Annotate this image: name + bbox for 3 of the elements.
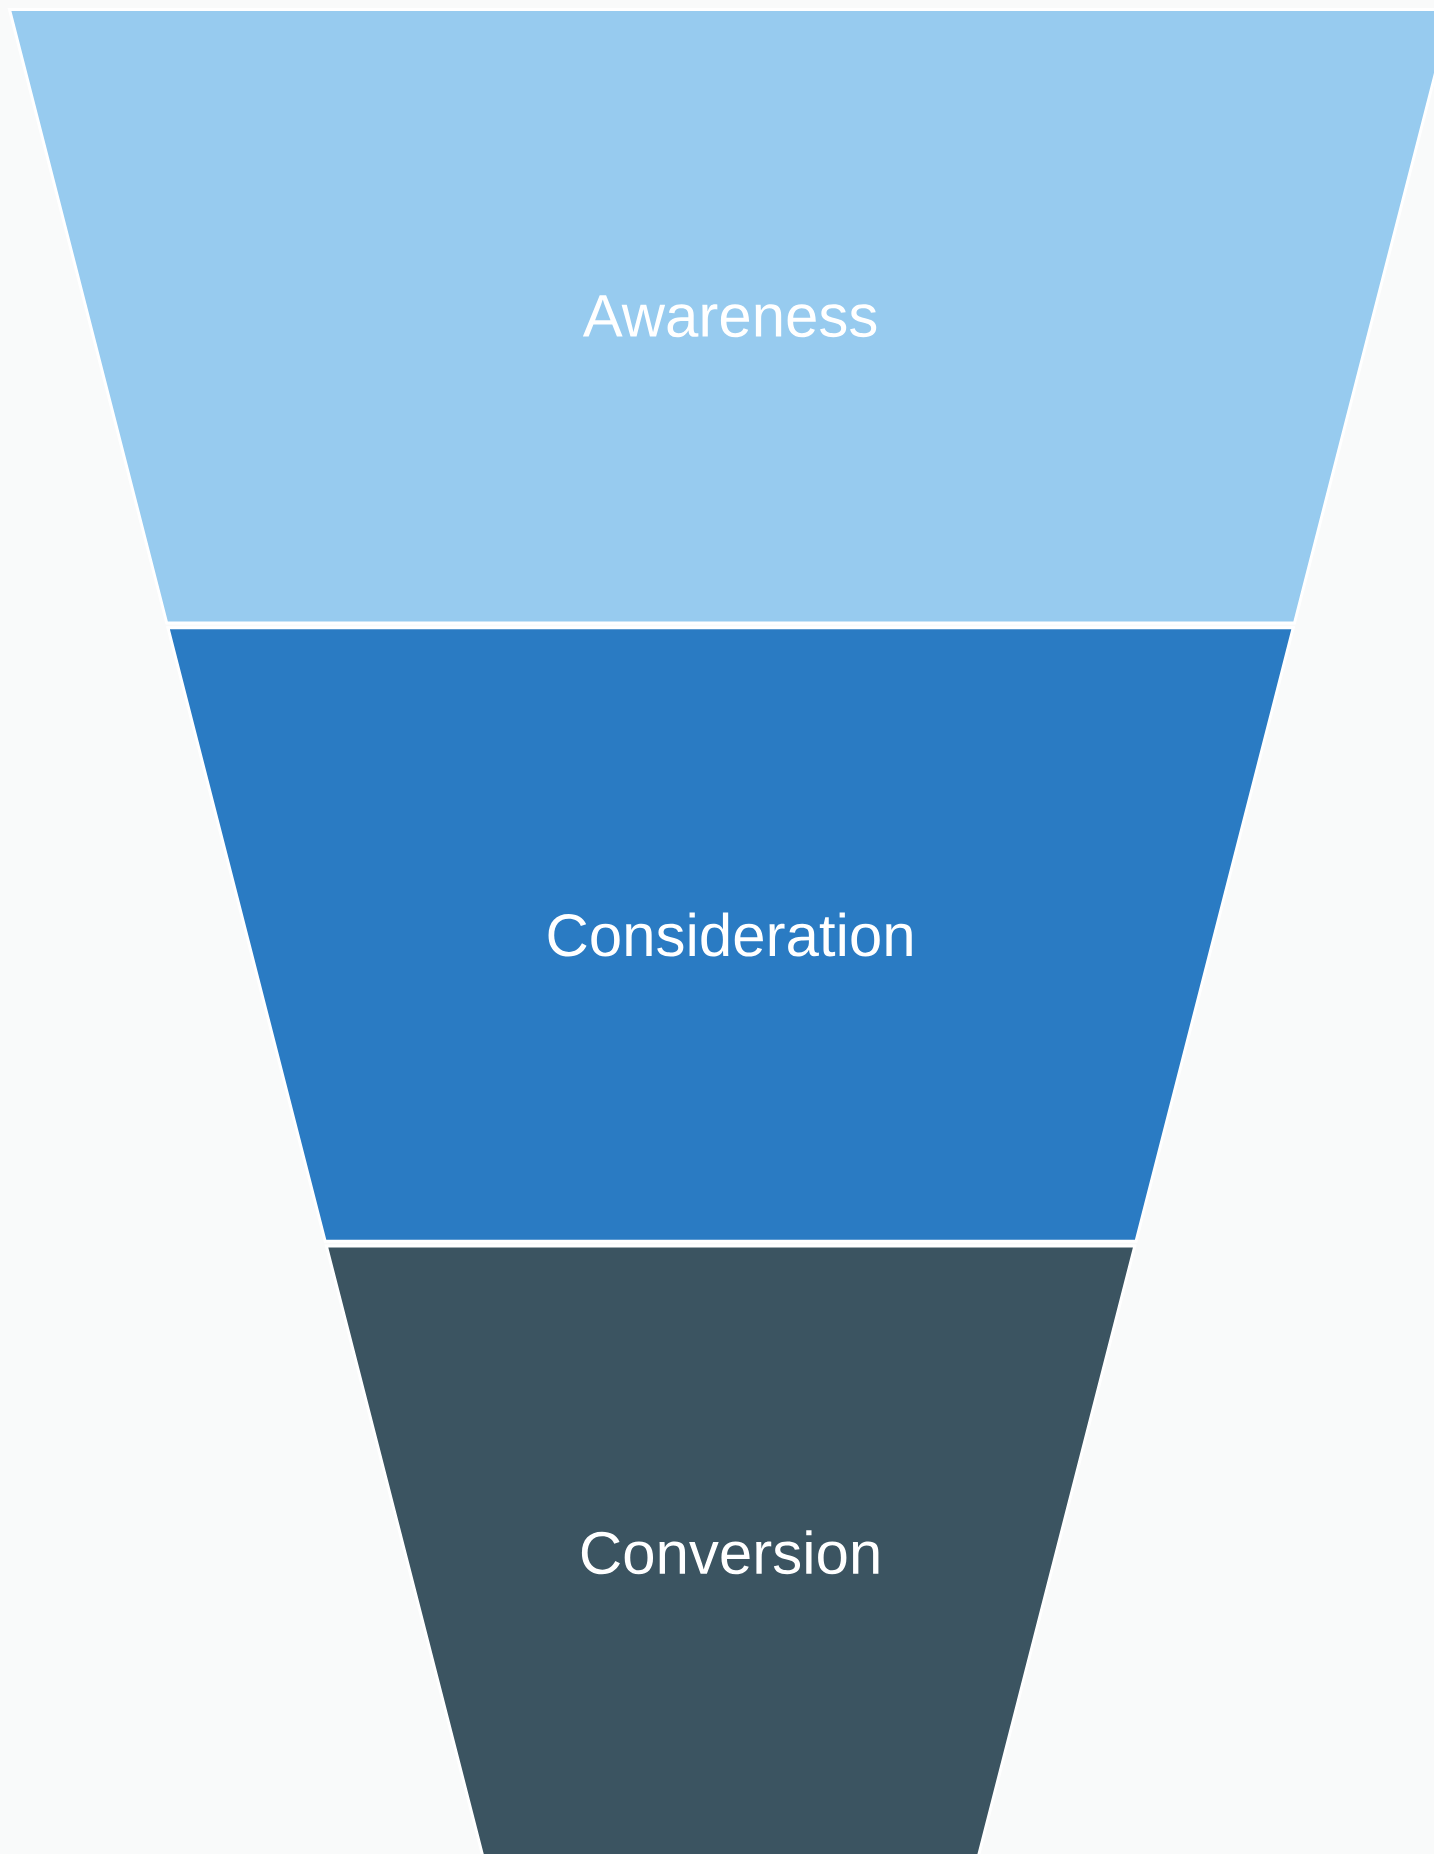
funnel-band: Conversion — [324, 1244, 1137, 1854]
funnel-band: Consideration — [166, 626, 1296, 1243]
funnel-band: Awareness — [7, 7, 1434, 625]
